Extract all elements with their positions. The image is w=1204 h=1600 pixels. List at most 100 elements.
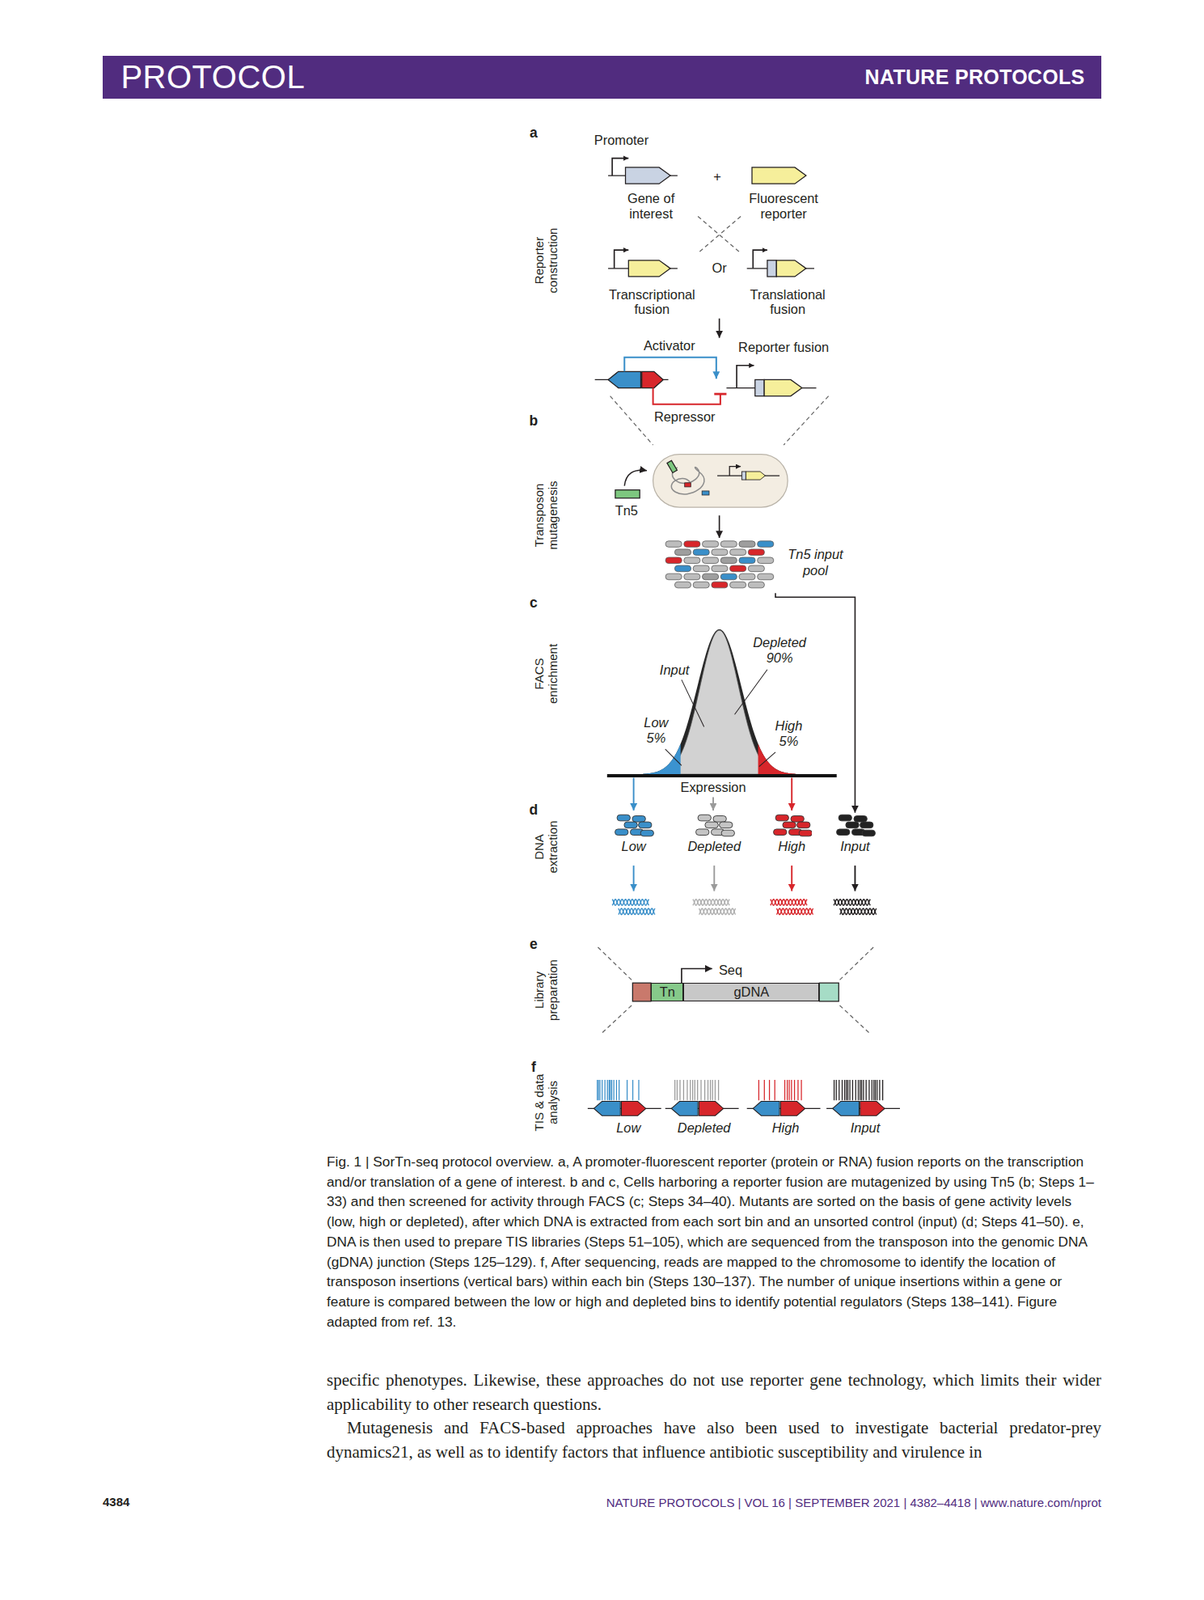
figure-label: Input (659, 661, 689, 677)
cell-pool: Tn5 input pool (661, 537, 856, 593)
insertion-art (882, 1079, 883, 1100)
insertion-art (616, 1079, 617, 1100)
cell-capsule (798, 829, 812, 837)
insertion-art (683, 1079, 685, 1100)
histogram-art (712, 797, 714, 811)
cell-capsule (705, 821, 719, 829)
insertion-art (874, 1079, 876, 1100)
insertion-art (852, 1079, 854, 1100)
side-label: Library preparation (532, 950, 560, 1029)
segment-label: Tn (659, 984, 676, 998)
insertion-art (833, 1079, 835, 1100)
dna-helix (618, 908, 655, 915)
transposon-art (615, 454, 788, 538)
side-label: DNA extraction (532, 813, 560, 880)
insertion-art (845, 1079, 847, 1100)
insertion-art (618, 1079, 620, 1100)
side-label: Reporter construction (532, 215, 560, 305)
cell-capsule (616, 814, 630, 821)
insertion-art (712, 1079, 714, 1100)
cell-capsule (701, 573, 719, 580)
cell-capsule (739, 557, 756, 564)
histogram-art (633, 777, 635, 811)
cell-capsule (711, 581, 728, 588)
transposon-art (701, 490, 710, 495)
figure-label: Low (616, 1119, 641, 1136)
transposon-art (667, 460, 677, 473)
figure-label: Depleted (677, 1119, 731, 1136)
panel-letter: f (531, 1058, 537, 1075)
histogram-art (607, 629, 837, 811)
figure-label: Repressor (654, 408, 716, 424)
cell-capsule (683, 540, 700, 548)
side-label: Transposon mutagenesis (532, 474, 560, 556)
cell-cluster-art (771, 813, 812, 838)
side-label: TIS & data analysis (532, 1067, 560, 1137)
cell-capsule (674, 549, 691, 556)
insertion-art (694, 1079, 696, 1100)
insertion-art (868, 1079, 870, 1100)
cell-capsule (696, 828, 710, 836)
dna-helix (833, 899, 871, 906)
insertion-art (621, 1101, 646, 1116)
insertion-art (689, 1079, 691, 1100)
insertion-art (844, 1079, 845, 1100)
insertion-art (671, 1101, 698, 1116)
insertion-art (786, 1079, 788, 1100)
insertion-art (709, 1079, 711, 1100)
library-art (819, 982, 839, 1002)
cell-capsule (838, 814, 852, 821)
cell-capsule (692, 549, 710, 556)
cell-capsule (729, 581, 746, 588)
reporter-construction-art (595, 158, 829, 446)
dna-helix (776, 908, 813, 915)
reporter-construction-art (776, 260, 807, 277)
insertion-art (697, 1079, 698, 1100)
reporter-construction-art (764, 379, 803, 396)
reporter-construction-art (697, 216, 741, 254)
dna-helix (692, 899, 730, 906)
dna-helix (612, 899, 877, 915)
insertion-art (780, 1101, 805, 1116)
reporter-construction-art (624, 357, 717, 379)
cell-capsule (729, 565, 746, 572)
insertion-art (832, 1101, 860, 1116)
dna-helix (618, 908, 655, 915)
dna-helix (698, 908, 736, 915)
transposon-art (653, 454, 789, 508)
cell-cluster-art (834, 813, 875, 838)
cell-capsule (739, 540, 756, 548)
cell-capsule (797, 821, 811, 829)
transposon-art (624, 469, 647, 486)
cell-capsule (836, 828, 850, 836)
bin-label: Depleted (687, 838, 741, 854)
header-band: PROTOCOLNATURE PROTOCOLS (102, 55, 1101, 99)
figure-label: Transcriptional fusion (602, 287, 702, 318)
reporter-construction-art (642, 371, 664, 388)
insertion-art (768, 1079, 770, 1100)
cell-cluster-art (693, 813, 735, 838)
cell-capsule (756, 573, 774, 580)
transposon-art (718, 515, 721, 538)
figure-art (587, 158, 900, 1116)
insertion-art (626, 1079, 628, 1100)
dna-extraction-art (612, 865, 877, 915)
insertion-art (866, 1079, 867, 1100)
cell-capsule (701, 557, 719, 564)
figure-label: High 5% (767, 718, 810, 749)
cell-cluster: Depleted (684, 813, 744, 854)
page-number: 4384 (102, 1494, 130, 1509)
histogram-art (790, 777, 793, 811)
figure-label: Promoter (594, 131, 649, 148)
insertion-art (758, 1079, 760, 1100)
insertion-art (797, 1079, 799, 1100)
reporter-construction-art (628, 260, 671, 277)
cell-capsule (721, 829, 735, 837)
library-art (840, 1005, 871, 1033)
panel-letter: d (529, 801, 539, 818)
library-art (597, 946, 874, 1033)
dna-helix (612, 899, 649, 906)
cell-capsule (697, 814, 711, 821)
insertion-art (860, 1101, 885, 1116)
